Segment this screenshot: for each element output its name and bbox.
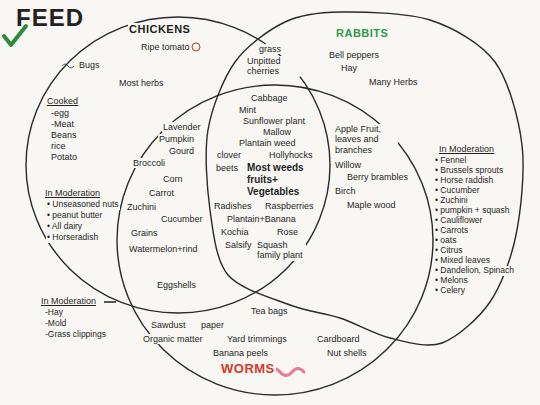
region-label: Eggshells — [156, 280, 197, 290]
region-label: rice — [50, 141, 67, 151]
region-label: • Dandelion, Spinach — [434, 266, 515, 276]
region-label: • Celery — [434, 286, 466, 296]
region-label: Cardboard — [316, 334, 361, 344]
region-label: -egg — [50, 108, 70, 118]
region-label: -Hay — [44, 308, 64, 318]
region-label: Plantain weed — [238, 138, 297, 148]
region-label: Zuchini — [126, 202, 157, 212]
region-label: paper — [200, 320, 225, 330]
region-label: -Meat — [50, 119, 75, 129]
list-heading: In Moderation — [438, 144, 495, 154]
region-label: Plantain+Banana — [226, 214, 297, 224]
region-label: • oats — [434, 236, 457, 246]
region-label: Maple wood — [346, 200, 397, 210]
pointer-dash — [104, 301, 116, 303]
region-label: • Cucumber — [434, 186, 481, 196]
region-label: beets — [215, 163, 239, 173]
region-label: • Brussels sprouts — [434, 166, 504, 176]
region-label: • Horseradish — [46, 233, 99, 243]
tomato-doodle — [192, 43, 200, 51]
diagram-title: FEED — [16, 4, 84, 32]
region-label: Radishes — [213, 201, 253, 211]
region-label: Raspberries — [264, 201, 315, 211]
region-label: • Zuchini — [434, 196, 469, 206]
region-label: Sunflower plant — [242, 116, 306, 126]
region-label: Salsify — [224, 240, 253, 250]
region-label: Sawdust — [150, 320, 187, 330]
region-label: Apple Fruit, leaves and branches — [334, 124, 398, 155]
circle-heading: WORMS — [220, 361, 276, 376]
region-label: Birch — [334, 186, 357, 196]
region-label: Yard trimmings — [226, 334, 288, 344]
region-label: • peanut butter — [46, 211, 103, 221]
region-label: grass — [258, 44, 282, 54]
region-label: • Citrus — [434, 246, 464, 256]
region-label: -Grass clippings — [44, 330, 107, 340]
region-label: Squash family plant — [256, 240, 306, 261]
region-label: • Unseasoned nuts — [46, 200, 120, 210]
region-label: Tea bags — [250, 306, 289, 316]
region-label: Beans — [50, 130, 78, 140]
region-label: Rose — [276, 227, 299, 237]
region-label: • Carrots — [434, 226, 469, 236]
region-label: Ripe tomato — [140, 42, 191, 52]
region-label: Mint — [238, 105, 257, 115]
list-heading: In Moderation — [44, 188, 101, 198]
region-label: Kochia — [220, 227, 250, 237]
region-label: Willow — [334, 160, 362, 170]
circle-outline — [206, 12, 523, 345]
region-label: Most herbs — [118, 78, 165, 88]
region-label: • All dairy — [46, 222, 83, 232]
region-label: Gourd — [168, 146, 195, 156]
region-label: Cabbage — [250, 93, 289, 103]
region-label: Organic matter — [142, 334, 204, 344]
region-label: Nut shells — [326, 348, 368, 358]
region-label: • pumpkin + squash — [434, 206, 511, 216]
region-label: Lavender — [162, 122, 202, 132]
circle-outline — [26, 17, 330, 313]
region-label: Banana peels — [212, 348, 269, 358]
circle-heading: RABBITS — [335, 27, 389, 39]
region-label: Mallow — [262, 127, 292, 137]
region-label: -Mold — [44, 319, 67, 329]
region-label: • Cauliflower — [434, 216, 483, 226]
region-label: Watermelon+rind — [128, 244, 198, 254]
region-label: • Mixed leaves — [434, 256, 491, 266]
list-heading: In Moderation — [40, 296, 97, 306]
region-label: Berry brambles — [346, 172, 409, 182]
region-label: Many Herbs — [368, 77, 419, 87]
region-label: Most weeds fruits+ Vegetables — [246, 162, 310, 198]
region-label: • Melons — [434, 276, 469, 286]
region-label: Bugs — [78, 60, 101, 70]
region-label: Hay — [340, 63, 358, 73]
region-label: Broccoli — [132, 158, 166, 168]
region-label: Grains — [130, 228, 159, 238]
region-label: Cucumber — [160, 214, 204, 224]
region-label: Pumpkin — [158, 134, 195, 144]
region-label: Potato — [50, 152, 78, 162]
circle-heading: CHICKENS — [128, 23, 191, 35]
region-label: Corn — [162, 174, 184, 184]
region-label: • Horse raddish — [434, 176, 494, 186]
circle-outline — [117, 85, 433, 395]
region-label: Bell peppers — [328, 50, 380, 60]
region-label: Unpitted cherries — [246, 56, 300, 77]
region-label: clover — [216, 150, 242, 160]
region-label: • Fennel — [434, 156, 467, 166]
list-heading: Cooked — [46, 96, 79, 106]
region-label: Hollyhocks — [268, 150, 314, 160]
region-label: Carrot — [148, 188, 175, 198]
